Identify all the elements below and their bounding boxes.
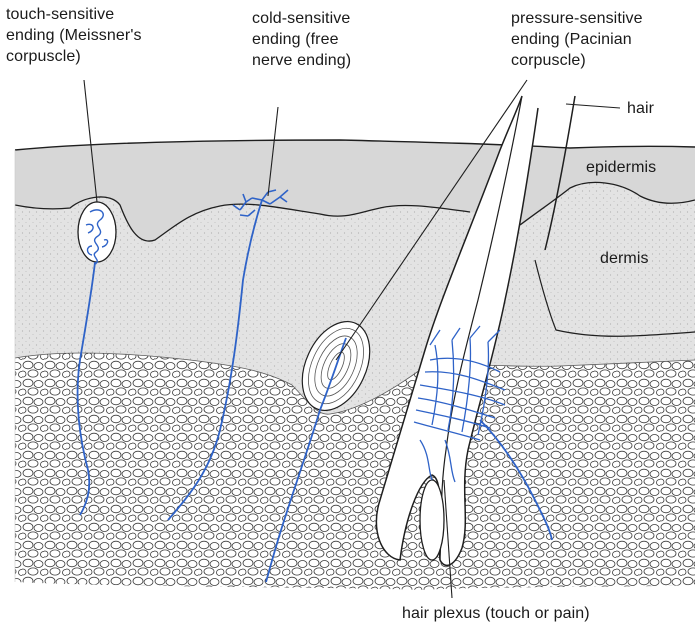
label-pressure-sensitive-ending: pressure-sensitive ending (Pacinian corp… xyxy=(511,8,643,71)
label-dermis: dermis xyxy=(600,248,649,269)
label-touch-sensitive-ending: touch-sensitive ending (Meissner's corpu… xyxy=(6,4,142,67)
label-epidermis: epidermis xyxy=(586,157,656,178)
meissner-corpuscle xyxy=(78,202,116,262)
label-hair-plexus: hair plexus (touch or pain) xyxy=(402,603,590,624)
hair-papilla xyxy=(420,480,444,560)
label-hair: hair xyxy=(627,98,654,119)
label-cold-sensitive-ending: cold-sensitive ending (free nerve ending… xyxy=(252,8,351,71)
leader-hair xyxy=(566,104,620,108)
